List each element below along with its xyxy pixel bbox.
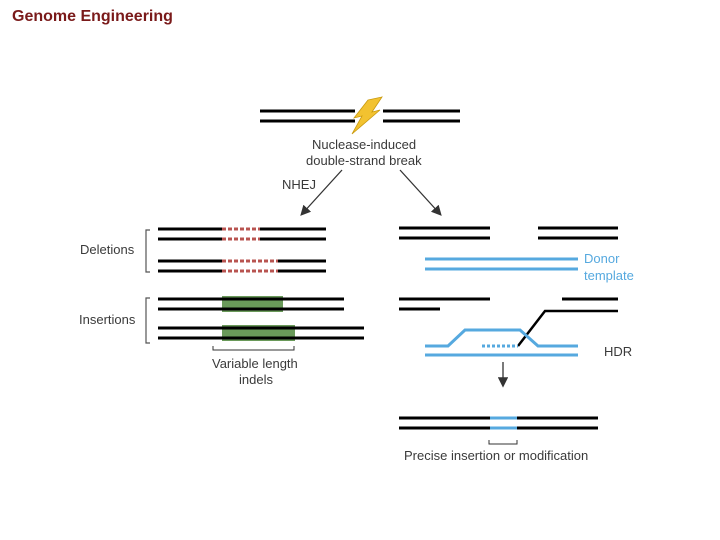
nhej-label: NHEJ bbox=[282, 177, 316, 192]
nuclease-label-line2: double-strand break bbox=[306, 153, 422, 168]
arrow-to-hdr bbox=[399, 169, 442, 216]
donor-template bbox=[425, 257, 578, 271]
deletions-label: Deletions bbox=[80, 242, 135, 257]
donor-label-line1: Donor bbox=[584, 251, 620, 266]
arrow-to-nhej bbox=[300, 169, 343, 216]
nuclease-label-line1: Nuclease-induced bbox=[312, 137, 416, 152]
precise-label: Precise insertion or modification bbox=[404, 448, 588, 463]
page-title: Genome Engineering bbox=[12, 8, 173, 25]
insertions-bracket bbox=[145, 297, 150, 344]
insertions-label: Insertions bbox=[79, 312, 136, 327]
deletion-row-2 bbox=[158, 259, 326, 273]
variable-length-label-line1: Variable length bbox=[212, 356, 298, 371]
top-broken-dna bbox=[260, 109, 460, 123]
precise-modification-dna bbox=[399, 416, 598, 430]
deletion-row-1 bbox=[158, 227, 326, 241]
donor-label-line2: template bbox=[584, 268, 634, 283]
variable-length-label-line2: indels bbox=[239, 372, 273, 387]
deletions-bracket bbox=[145, 229, 150, 273]
hdr-strand-invasion bbox=[399, 297, 618, 357]
hdr-broken-dna bbox=[399, 226, 618, 240]
variable-length-bracket bbox=[212, 346, 295, 351]
lightning-bolt-icon bbox=[351, 96, 383, 135]
insertion-row-1 bbox=[158, 296, 344, 312]
hdr-label: HDR bbox=[604, 344, 632, 359]
precise-bracket bbox=[488, 440, 518, 445]
insertion-row-2 bbox=[158, 325, 364, 341]
